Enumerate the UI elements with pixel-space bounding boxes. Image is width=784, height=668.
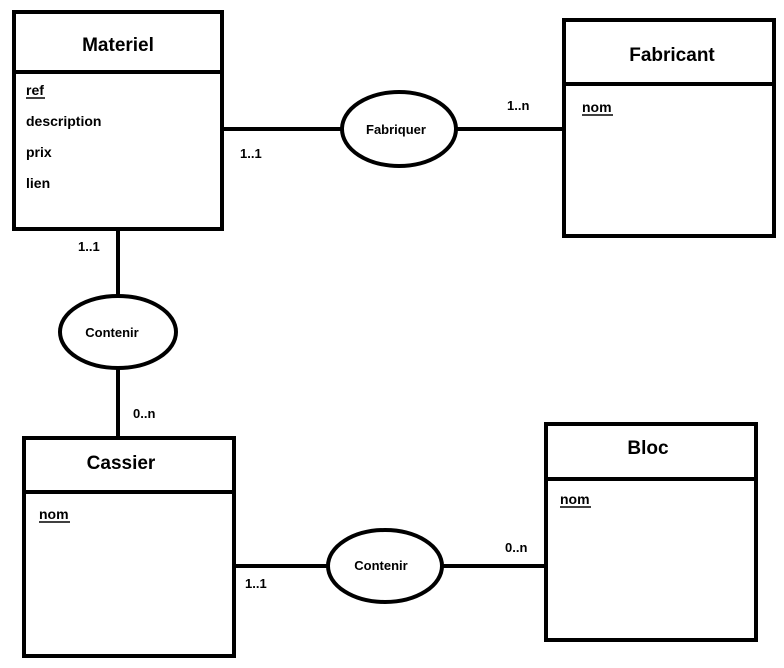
attribute-key: nom	[560, 491, 590, 507]
cardinality-fabricant-fabriquer: 1..n	[507, 98, 529, 113]
attribute: prix	[26, 144, 52, 160]
cardinality-materiel-contenir: 1..1	[78, 239, 100, 254]
entity-title: Cassier	[87, 453, 156, 474]
cardinality-cassier-contenir-top: 0..n	[133, 406, 155, 421]
relation-contenir-top[interactable]: Contenir	[58, 294, 178, 370]
cardinality-cassier-contenir-bottom: 1..1	[245, 576, 267, 591]
cardinality-bloc-contenir: 0..n	[505, 540, 527, 555]
cardinality-materiel-fabriquer: 1..1	[240, 146, 262, 161]
attribute: lien	[26, 175, 50, 191]
entity-cassier[interactable]: Cassier nom	[22, 436, 236, 658]
entity-title: Bloc	[627, 438, 669, 459]
entity-materiel[interactable]: Materiel ref description prix lien	[12, 10, 224, 231]
entity-title: Fabricant	[629, 45, 715, 66]
relation-label: Fabriquer	[366, 122, 426, 137]
relation-contenir-bottom[interactable]: Contenir	[326, 528, 444, 604]
attribute: description	[26, 113, 101, 129]
entity-fabricant[interactable]: Fabricant nom	[562, 18, 776, 238]
relation-label: Contenir	[354, 558, 407, 573]
relation-label: Contenir	[85, 325, 138, 340]
attribute-key: nom	[582, 99, 612, 115]
attribute-key: nom	[39, 506, 69, 522]
attribute-key: ref	[26, 82, 44, 98]
entity-bloc[interactable]: Bloc nom	[544, 422, 758, 642]
entity-title: Materiel	[82, 35, 154, 56]
relation-fabriquer[interactable]: Fabriquer	[340, 90, 458, 168]
